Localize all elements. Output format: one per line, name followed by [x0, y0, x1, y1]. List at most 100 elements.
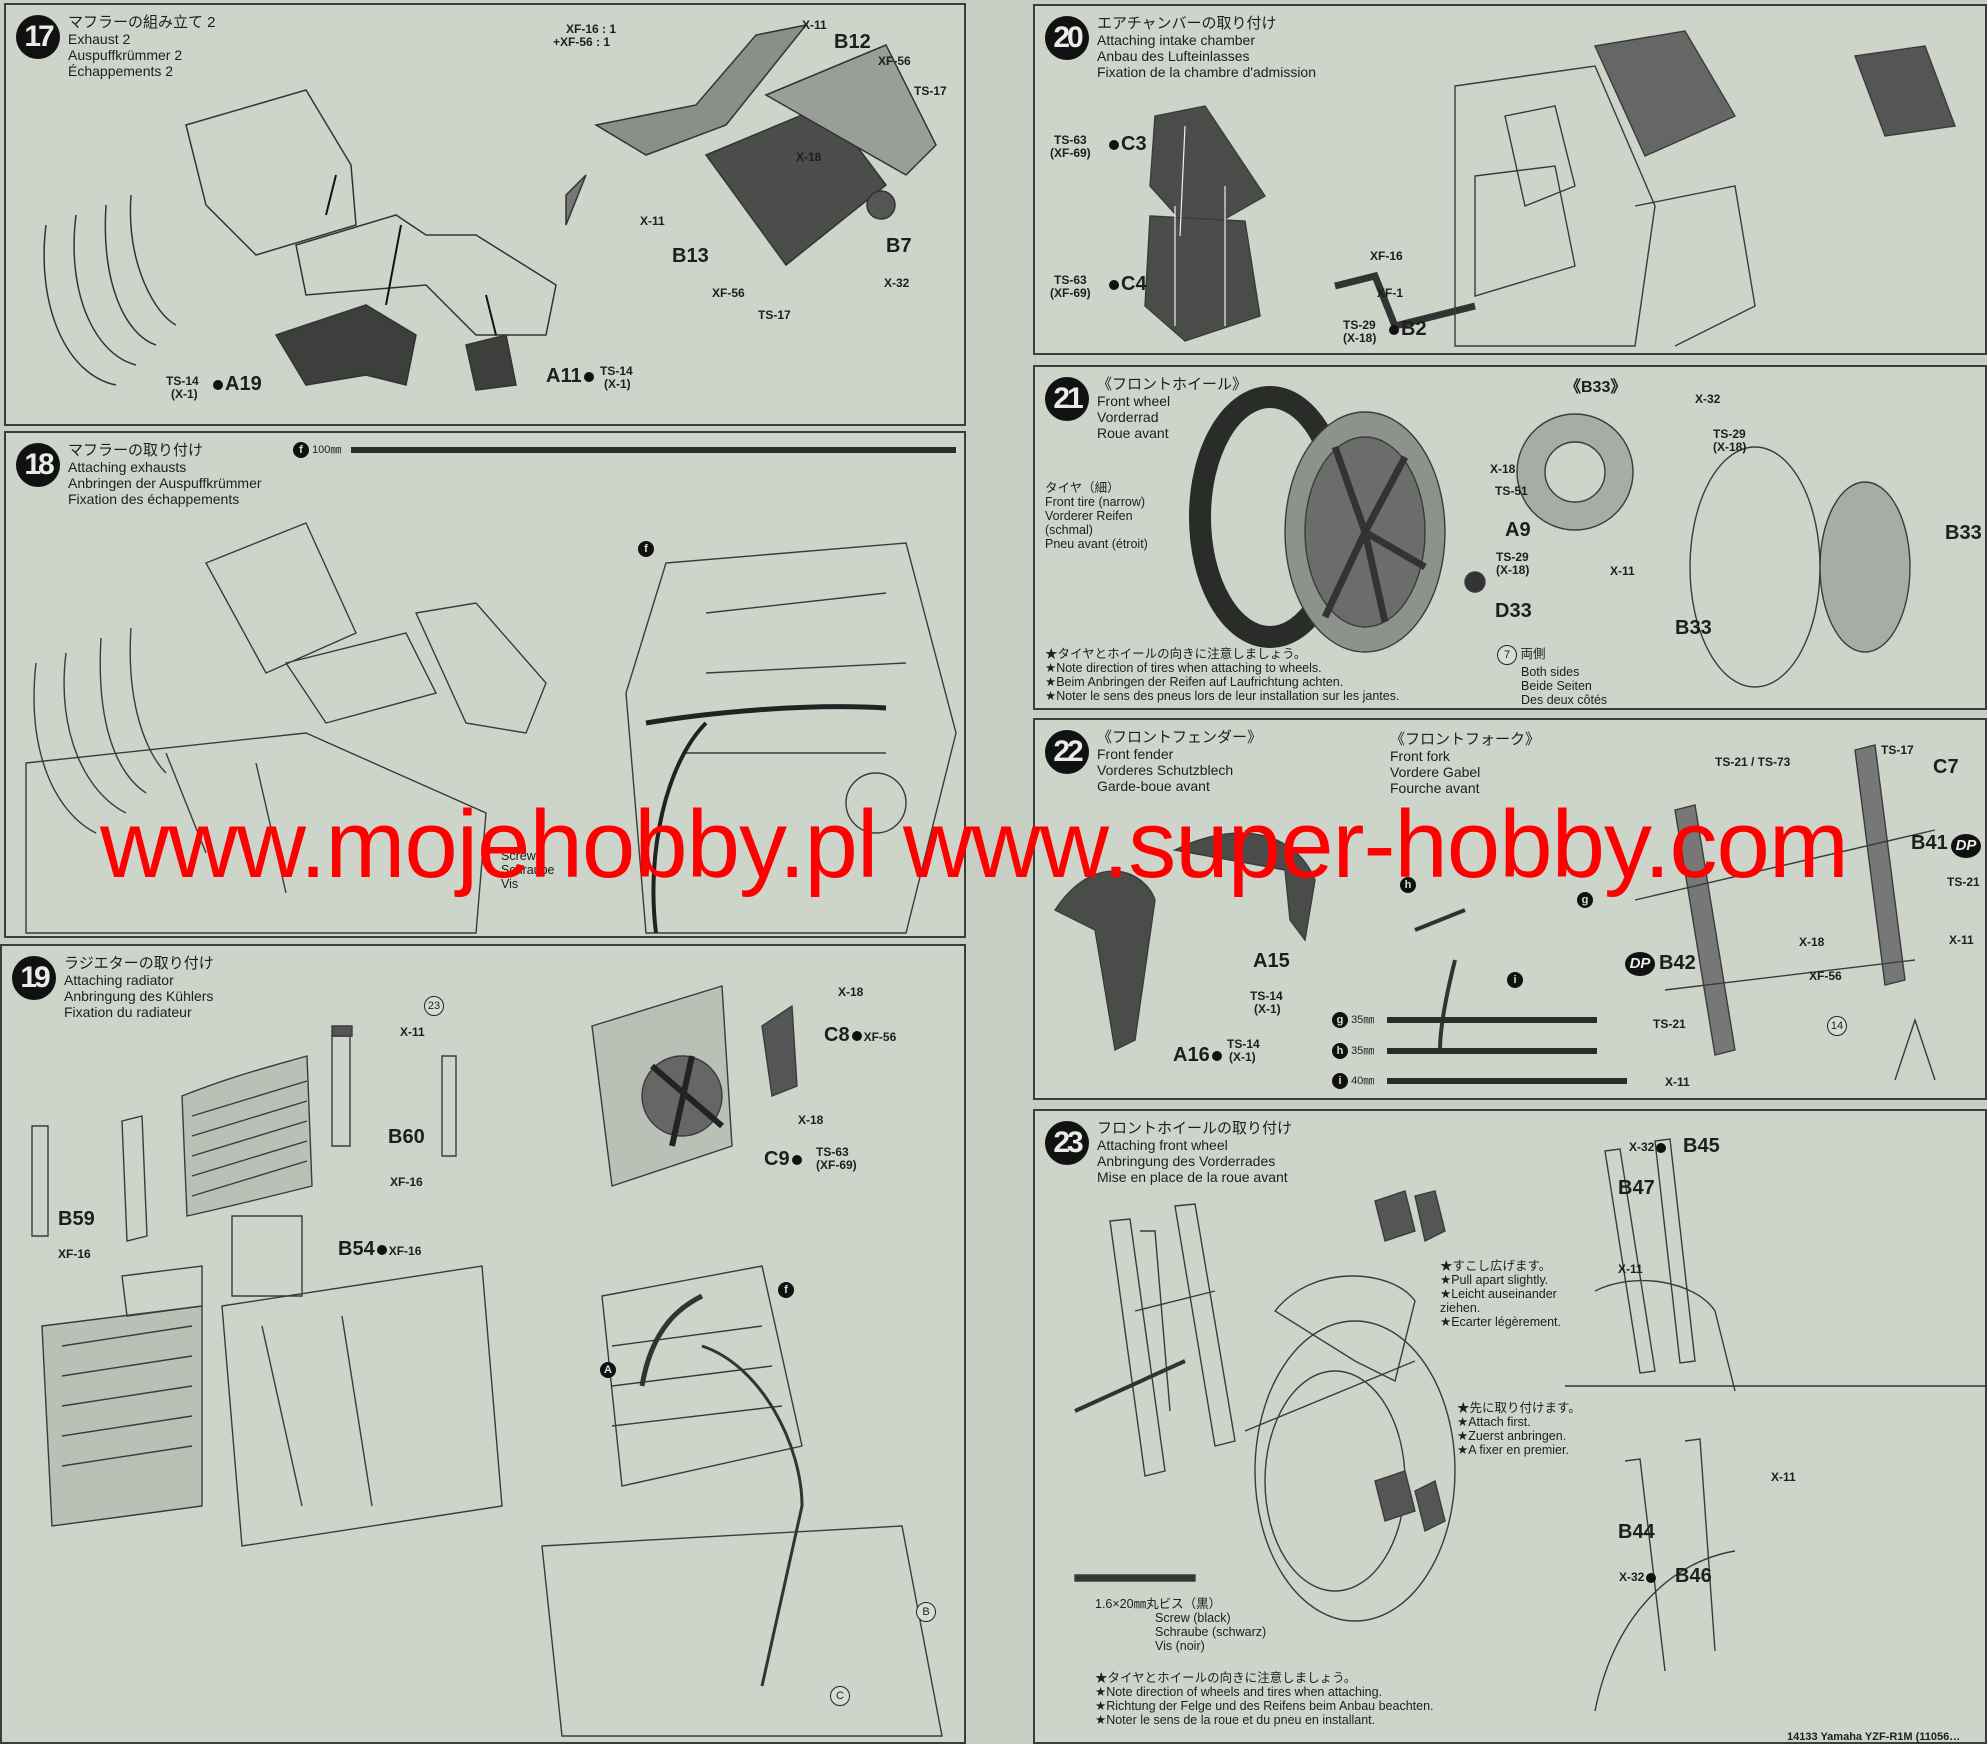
note-ja: ★タイヤとホイールの向きに注意しましょう。: [1095, 1671, 1357, 1685]
paint-callout: XF-16: [1370, 249, 1403, 263]
step-number: 21: [1045, 377, 1089, 421]
part-label: B12: [834, 31, 871, 53]
paint-callout: TS-29: [1343, 318, 1376, 332]
paint-callout: (X-18): [1496, 563, 1530, 577]
paint-dot-icon: [791, 1154, 802, 1165]
screw-de: Schraube: [501, 863, 555, 877]
engine-exhaust-drawing: [6, 433, 966, 938]
paint-callout: (XF-69): [1050, 286, 1091, 300]
step-number: 22: [1045, 730, 1089, 774]
part-number: B2: [1401, 318, 1427, 340]
marker-b: B: [916, 1602, 936, 1622]
wheel-direction-note: ★タイヤとホイールの向きに注意しましょう。★Note direction of …: [1095, 1671, 1434, 1727]
note-en: ★Note direction of wheels and tires when…: [1095, 1685, 1383, 1699]
note-de: ★Beim Anbringen der Reifen auf Laufricht…: [1045, 675, 1344, 689]
title-fr: Garde-boue avant: [1097, 778, 1210, 794]
note-de2: ziehen.: [1440, 1301, 1481, 1315]
marker-g: g: [1577, 892, 1593, 908]
fork-de: Vordere Gabel: [1390, 764, 1481, 780]
connection-marker-a: A: [600, 1360, 616, 1378]
part-number: C9: [764, 1148, 790, 1170]
paint-callout: X-11: [640, 214, 665, 228]
dp-badge: DP: [1625, 952, 1655, 976]
paint-callout: (XF-69): [1050, 146, 1091, 160]
part-label: B33: [1675, 617, 1712, 639]
watermark: www.mojehobby.pl www.super-hobby.com: [100, 791, 1849, 898]
paint-callout: TS-63: [1054, 273, 1087, 287]
title-ja: エアチャンバーの取り付け: [1097, 15, 1277, 32]
cord-length-g: g 35㎜: [1332, 1011, 1374, 1028]
part-label: C8 XF-56: [824, 1024, 896, 1047]
fork-fr: Fourche avant: [1390, 780, 1480, 796]
title-fr: Fixation des échappements: [68, 491, 240, 507]
paint-callout: TS-14: [600, 364, 633, 378]
screw-en: Screw (black): [1155, 1611, 1231, 1625]
note-en: ★Pull apart slightly.: [1440, 1273, 1549, 1287]
paint-callout: TS-17: [1881, 743, 1914, 757]
note-de: ★Leicht auseinander: [1440, 1287, 1557, 1301]
part-label: B13: [672, 245, 709, 267]
paint-callout: TS-14: [1250, 989, 1283, 1003]
marker-h: h: [1400, 877, 1416, 893]
part-number: C8: [824, 1024, 850, 1046]
paint-dot-icon: [583, 371, 594, 382]
paint-dot-icon: [1109, 279, 1119, 290]
title-en: Front fender: [1097, 746, 1174, 762]
title-en: Attaching intake chamber: [1097, 32, 1255, 48]
note-ja: ★タイヤとホイールの向きに注意しましょう。: [1045, 647, 1307, 661]
paint-callout: XF-16: [390, 1175, 423, 1189]
paint-callout: XF-16 : 1: [566, 22, 617, 36]
screw-label: 1.6×20㎜丸ビス（黒） Screw (black) Schraube (sc…: [1095, 1597, 1266, 1653]
exhaust-header-drawing: [6, 5, 966, 425]
both-sides-note: 7 両側 Both sides Beide Seiten Des deux cô…: [1497, 645, 1607, 707]
cord-marker-icon: f: [638, 539, 654, 557]
title-ja: 《フロントフェンダー》: [1097, 729, 1263, 746]
part-number: A19: [225, 373, 262, 395]
paint-callout: XF-56: [863, 1030, 897, 1044]
paint-callout: X-11: [1949, 933, 1974, 947]
paint-callout: (X-18): [1343, 331, 1377, 345]
marker-f: f: [778, 1282, 794, 1298]
screw-en: Screw: [501, 849, 536, 863]
paint-callout: X-32: [884, 276, 910, 290]
paint-callout: TS-14: [166, 374, 199, 388]
title-de: Anbringen der Auspuffkrümmer: [68, 475, 262, 491]
paint-callout: (X-1): [1229, 1050, 1256, 1064]
title-ja: ラジエターの取り付け: [64, 955, 214, 972]
part-label: B41: [1911, 832, 1948, 854]
paint-dot-icon: [1646, 1572, 1657, 1583]
part-number: C3: [1121, 133, 1147, 155]
cord-marker: f: [638, 541, 654, 557]
part-number: A16: [1173, 1044, 1210, 1066]
paint-callout: (X-1): [171, 387, 198, 401]
part-label: B59: [58, 1208, 95, 1230]
paint-callout: X-11: [1618, 1262, 1643, 1276]
cord-marker: i: [1332, 1073, 1348, 1089]
part-label: B45: [1683, 1135, 1720, 1157]
dp-icon: DP: [1951, 834, 1981, 858]
paint-callout: TS-17: [914, 84, 947, 98]
step-number: 17: [16, 15, 60, 59]
note-fr: ★Noter le sens de la roue et du pneu en …: [1095, 1713, 1376, 1727]
part-label: A19: [211, 373, 262, 396]
cord-bar-i: [1387, 1078, 1627, 1084]
radiator-drawing: [2, 946, 966, 1744]
part-label: A15: [1253, 950, 1290, 972]
title-en: Exhaust 2: [68, 31, 131, 47]
fork-ja: 《フロントフォーク》: [1390, 731, 1541, 748]
step-number: 18: [16, 443, 60, 487]
screw-de: Schraube (schwarz): [1155, 1625, 1267, 1639]
paint-callout: X-18: [1490, 462, 1516, 476]
title-en: Attaching front wheel: [1097, 1137, 1228, 1153]
part-label: B60: [388, 1126, 425, 1148]
step-ref-23: 23: [424, 996, 444, 1016]
